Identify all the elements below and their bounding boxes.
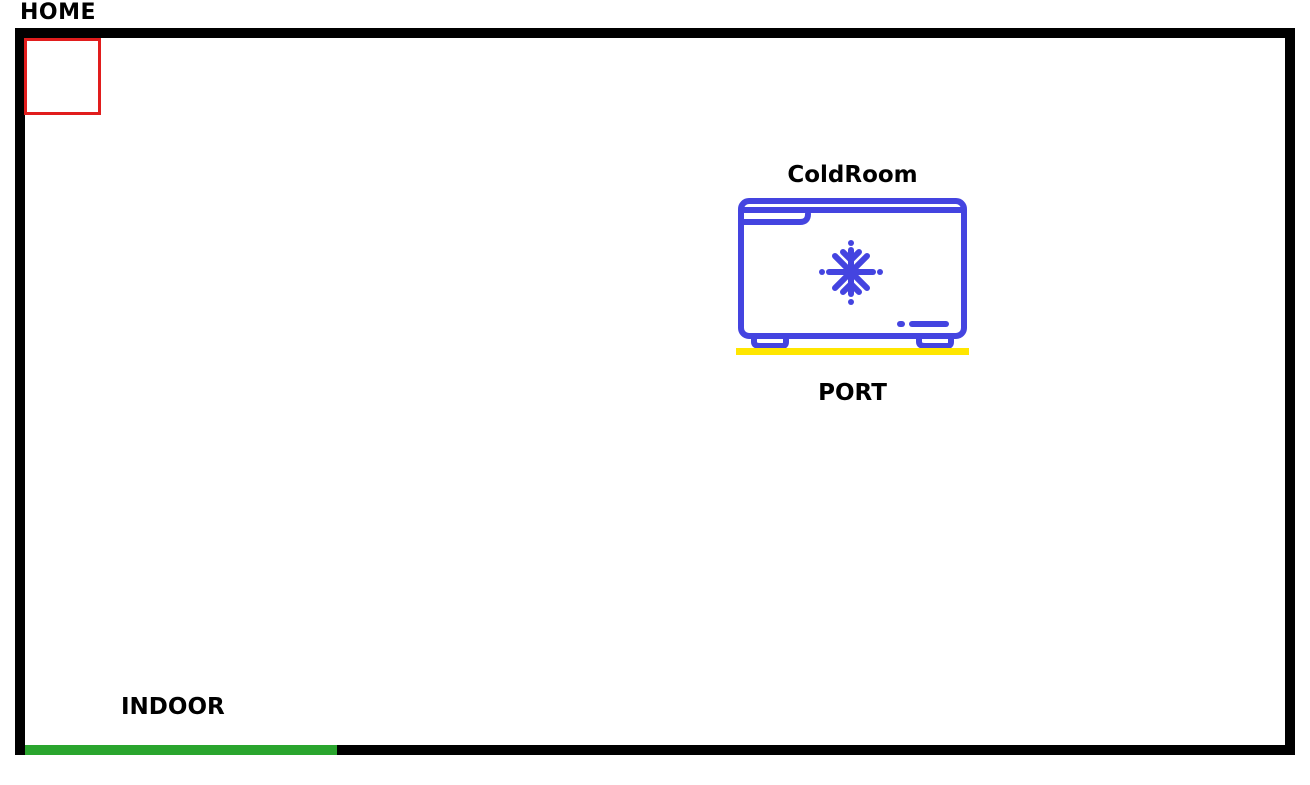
home-floorplan-frame	[15, 28, 1295, 755]
zone-label: INDOOR	[121, 694, 225, 720]
freezer-snowflake-icon	[738, 198, 967, 349]
device-name: ColdRoom	[787, 162, 918, 188]
device-status-bar	[736, 348, 969, 355]
zone-indicator-bar[interactable]	[25, 745, 337, 755]
device-port-label: PORT	[818, 380, 887, 406]
selection-box[interactable]	[24, 38, 101, 115]
page-title: HOME	[20, 0, 97, 25]
coldroom-device[interactable]	[736, 196, 969, 350]
